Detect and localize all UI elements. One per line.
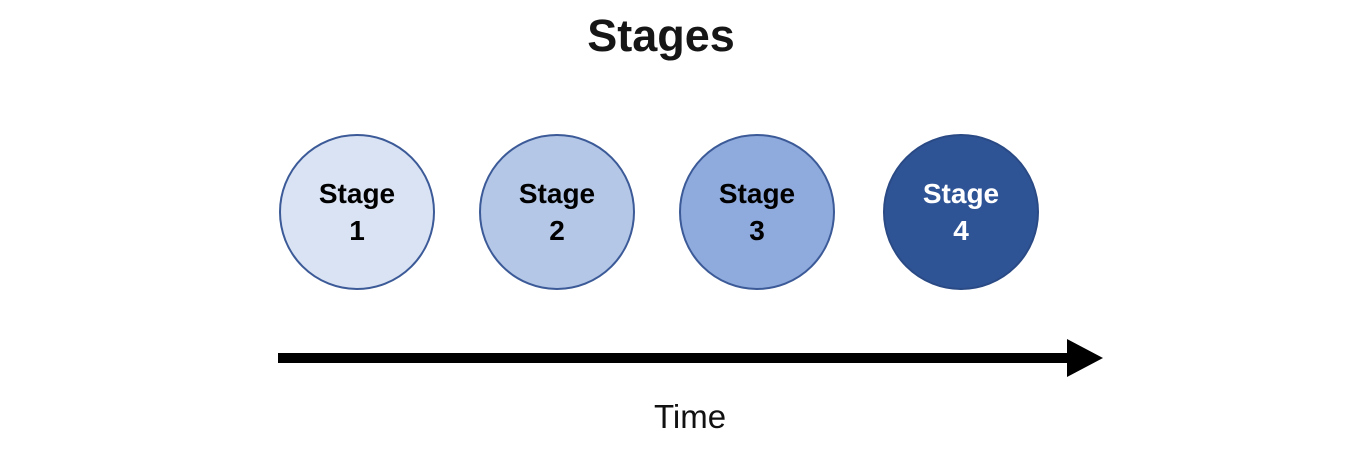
stage-name: Stage <box>922 178 1000 209</box>
stage-name: Stage <box>318 178 396 209</box>
stage-number: 1 <box>349 215 365 246</box>
stage-label: Stage 3 <box>719 175 795 249</box>
stage-name: Stage <box>718 178 796 209</box>
stage-circle-4: Stage 4 <box>883 134 1039 290</box>
stage-label: Stage 4 <box>923 175 999 249</box>
stage-label: Stage 1 <box>319 175 395 249</box>
stage-number: 2 <box>549 215 565 246</box>
stage-circle-1: Stage 1 <box>279 134 435 290</box>
stage-number: 3 <box>749 215 765 246</box>
stage-number: 4 <box>953 215 969 246</box>
stage-label: Stage 2 <box>519 175 595 249</box>
time-arrow-line <box>278 353 1067 363</box>
stage-name: Stage <box>518 178 596 209</box>
stage-circle-2: Stage 2 <box>479 134 635 290</box>
time-axis-label: Time <box>653 398 727 435</box>
time-arrow-head-icon <box>1067 339 1103 377</box>
stage-circle-3: Stage 3 <box>679 134 835 290</box>
diagram-title: Stages <box>587 10 735 61</box>
